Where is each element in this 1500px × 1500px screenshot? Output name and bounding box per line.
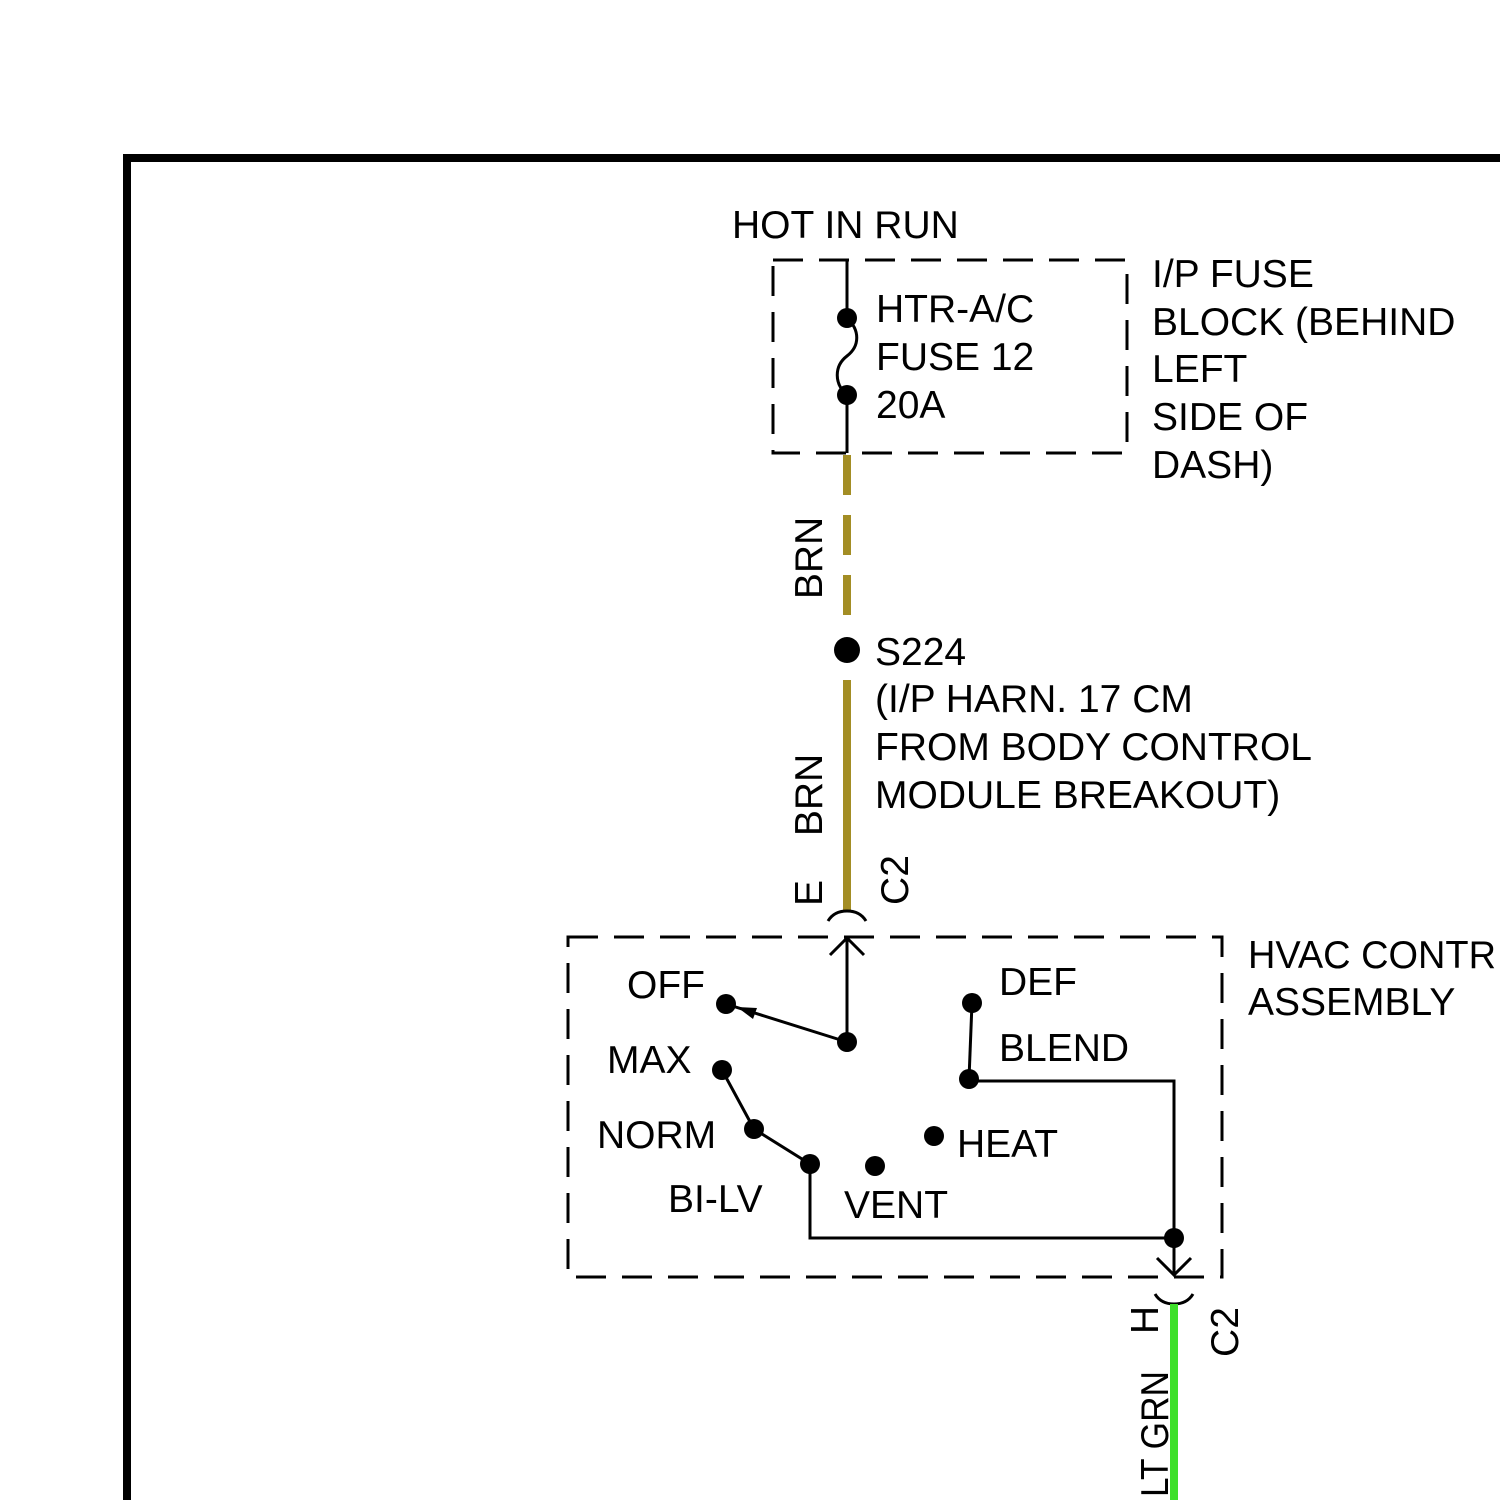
switch-pivot	[837, 1032, 857, 1052]
wire-color-label-upper: BRN	[788, 517, 831, 599]
hvac-title-line: HVAC CONTR	[1248, 934, 1496, 977]
fuse-terminal-top	[837, 308, 857, 328]
position-label-blend: BLEND	[999, 1027, 1129, 1070]
position-label-bi-lv: BI-LV	[668, 1178, 763, 1221]
hvac-title-line: ASSEMBLY	[1248, 981, 1455, 1024]
fuse-number: FUSE 12	[876, 336, 1034, 379]
wire-color-label-lower: LT GRN	[1134, 1371, 1177, 1497]
splice-description-line: (I/P HARN. 17 CM	[875, 678, 1193, 721]
contact-heat	[924, 1126, 944, 1146]
position-label-max: MAX	[607, 1039, 692, 1082]
fuse-block-location-line: LEFT	[1152, 348, 1247, 391]
fuse-block-location-line: SIDE OF	[1152, 396, 1308, 439]
connector-out-icon	[1155, 1294, 1193, 1304]
position-label-heat: HEAT	[957, 1123, 1058, 1166]
position-label-norm: NORM	[597, 1114, 716, 1157]
contact-off	[716, 994, 736, 1014]
connector-in-pin: E	[788, 880, 831, 906]
fuse-name: HTR-A/C	[876, 288, 1034, 331]
connector-in-icon	[828, 911, 866, 921]
splice-id: S224	[875, 631, 966, 674]
fuse-block-location-line: I/P FUSE	[1152, 253, 1314, 296]
jumper-def-blend	[969, 1003, 972, 1079]
splice-dot	[834, 637, 860, 663]
splice-description-line: MODULE BREAKOUT)	[875, 774, 1280, 817]
fuse-rating: 20A	[876, 384, 945, 427]
position-label-def: DEF	[999, 961, 1077, 1004]
connector-out-id: C2	[1204, 1307, 1247, 1357]
position-label-off: OFF	[627, 964, 705, 1007]
fuse-icon	[837, 318, 857, 395]
fuse-block-location-line: BLOCK (BEHIND	[1152, 301, 1455, 344]
supply-label: HOT IN RUN	[732, 204, 959, 247]
switch-arrow-icon	[737, 1007, 757, 1019]
position-label-vent: VENT	[844, 1184, 948, 1227]
fuse-block-location-line: DASH)	[1152, 444, 1273, 487]
splice-description-line: FROM BODY CONTROL	[875, 726, 1312, 769]
jumper-max-norm-bi-lv	[722, 1070, 810, 1164]
connector-out-pin: H	[1124, 1306, 1167, 1334]
contact-vent	[865, 1156, 885, 1176]
connector-in-id: C2	[874, 855, 917, 905]
wire-color-label-middle: BRN	[788, 754, 831, 836]
